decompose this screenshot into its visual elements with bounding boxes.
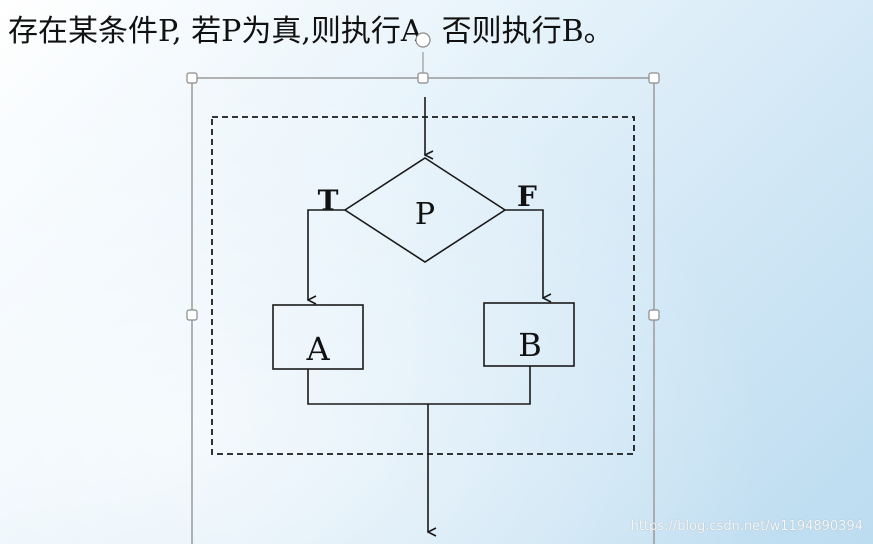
merge-line [307,366,531,405]
process-box-b [483,302,575,367]
resize-handle-top-right[interactable] [648,72,660,84]
true-branch-line [308,209,345,300]
structure-boundary [211,116,635,455]
decision-diamond [343,157,507,263]
slide-title: 存在某条件P, 若P为真,则执行A, 否则执行B。 [8,14,614,49]
resize-handle-middle-left[interactable] [186,309,198,321]
false-label: F [517,180,537,213]
watermark-text: https://blog.csdn.net/w1194890394 [630,519,863,534]
process-box-a-label: A [305,330,330,368]
rotation-handle[interactable] [415,32,431,48]
condition-label: P [415,197,435,232]
true-label: T [318,184,339,217]
selection-frame [191,77,655,544]
process-box-b-label: B [518,326,542,364]
resize-handle-top-left[interactable] [186,72,198,84]
resize-handle-top-middle[interactable] [417,72,429,84]
resize-handle-middle-right[interactable] [648,309,660,321]
process-box-a [272,304,364,370]
false-branch-line [505,209,543,298]
